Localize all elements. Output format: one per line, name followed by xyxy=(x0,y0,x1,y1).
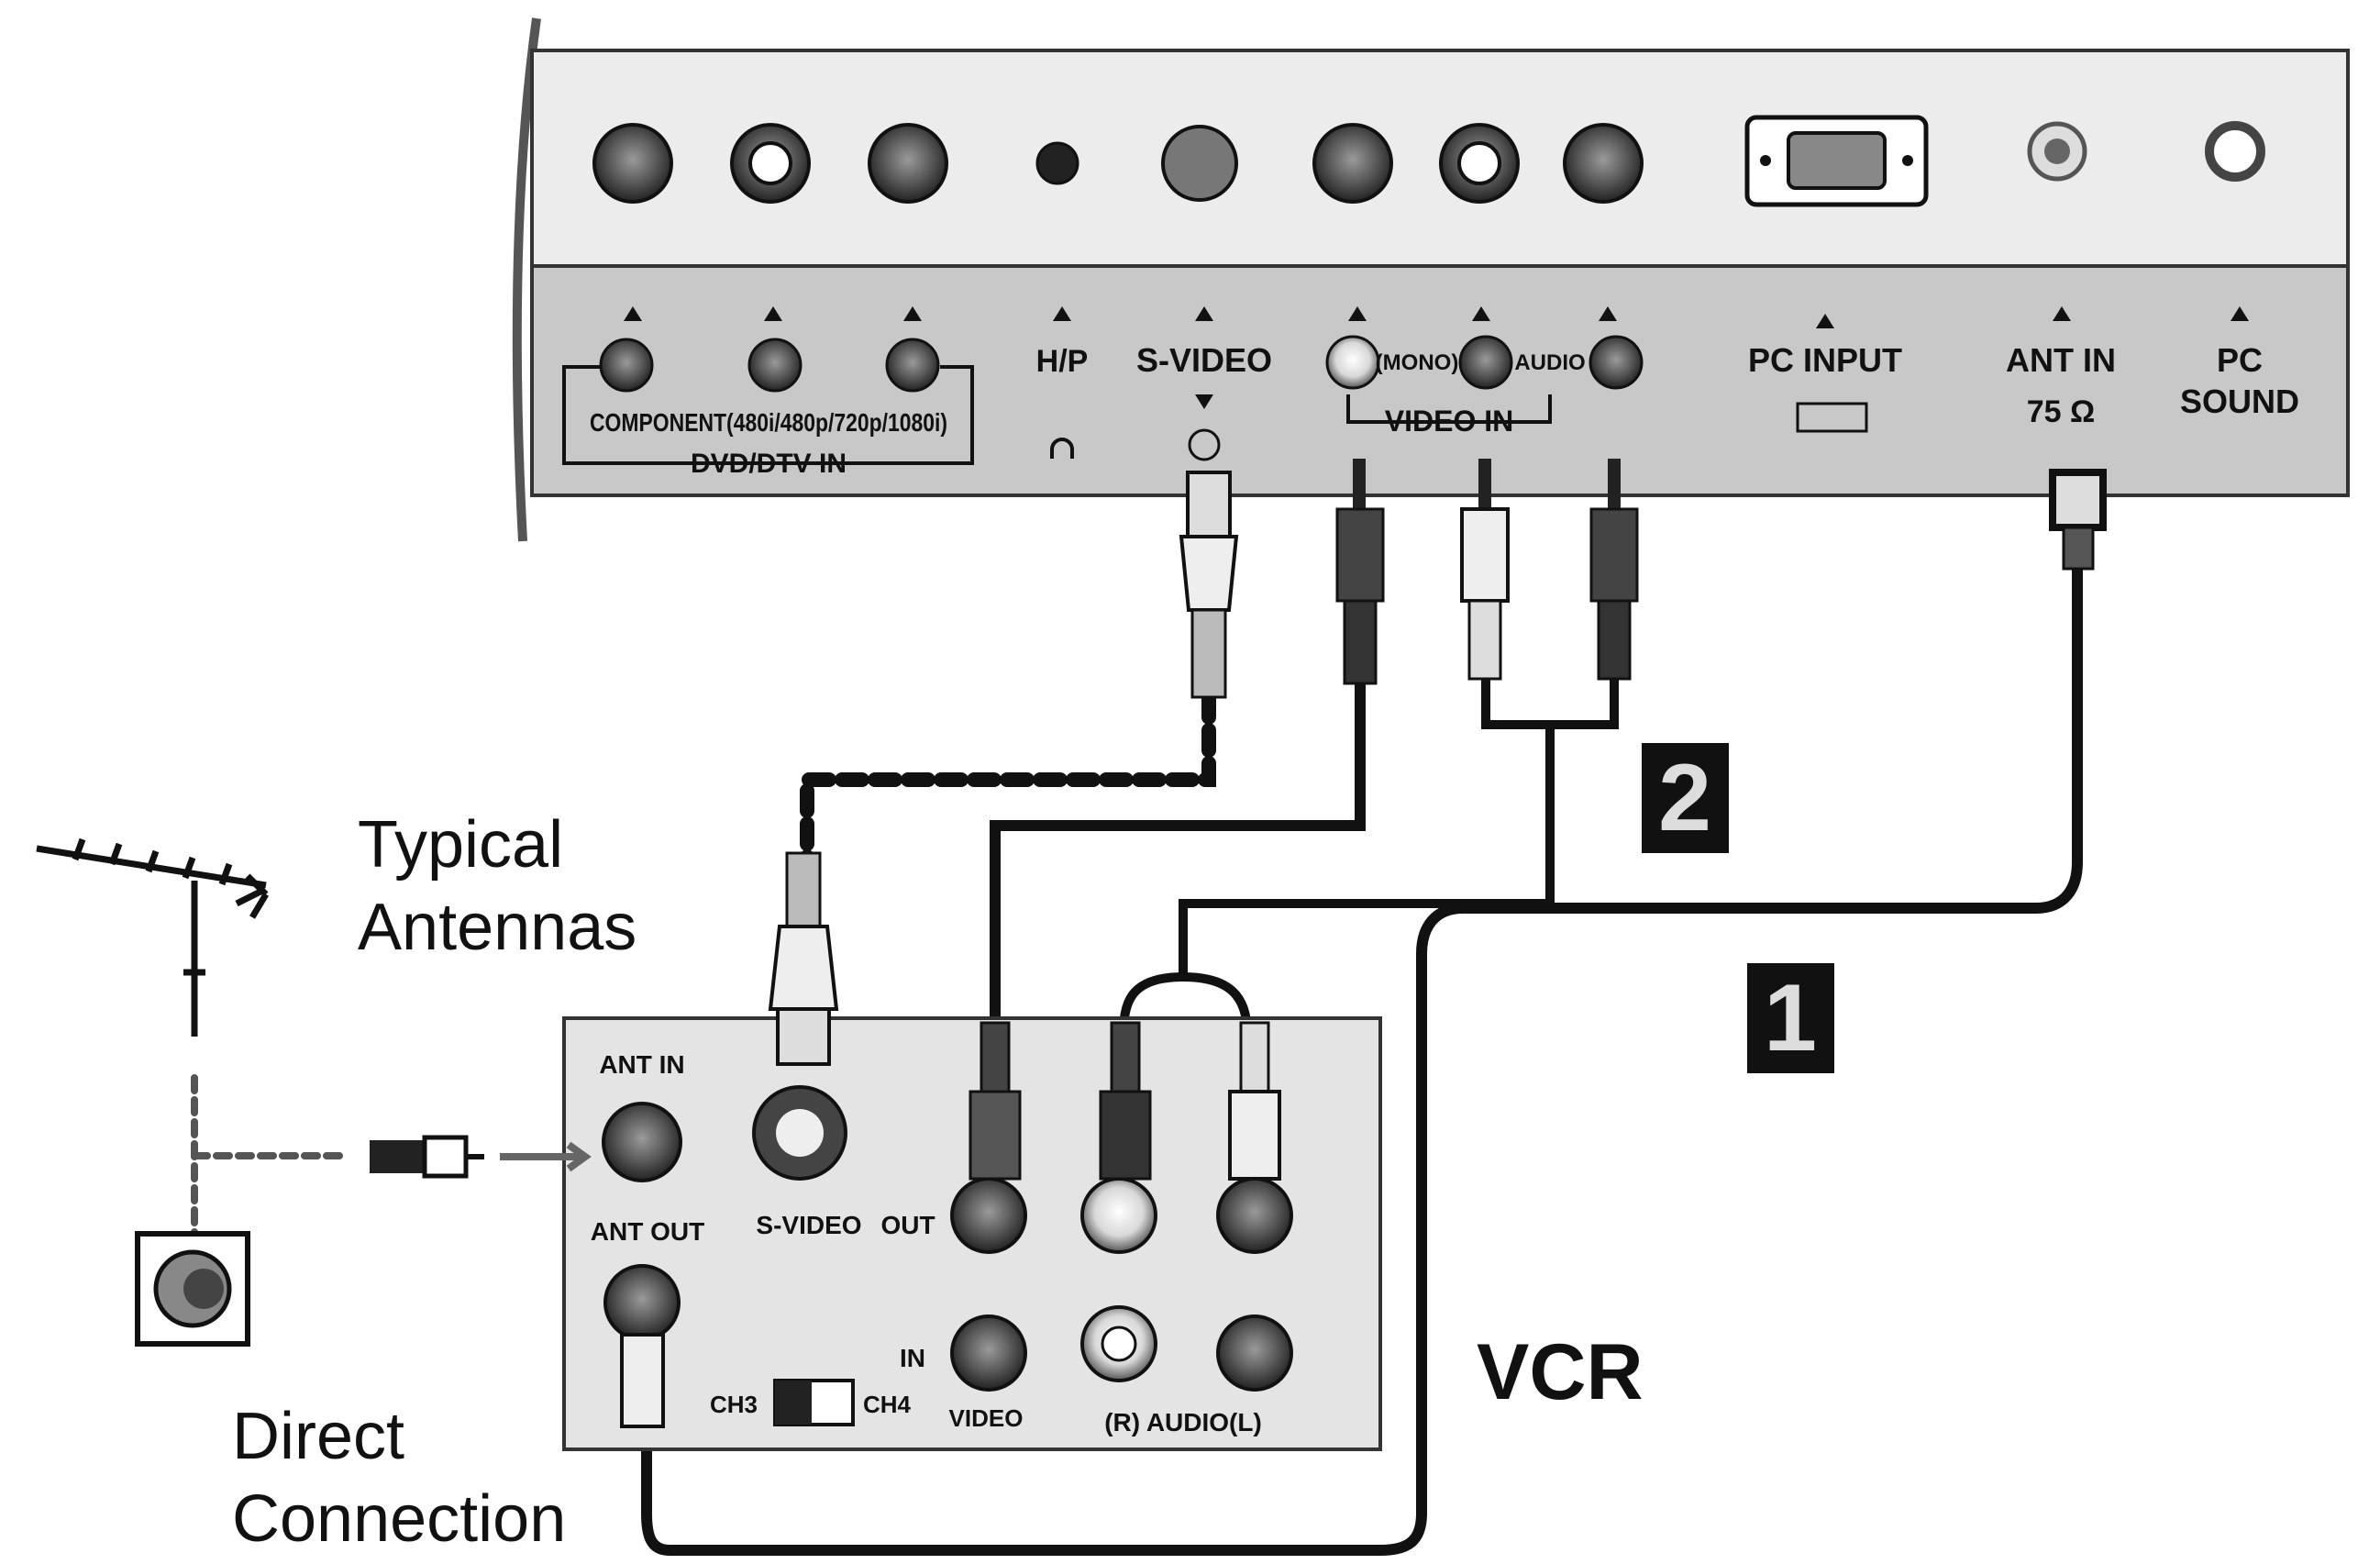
vcr-out-label: OUT xyxy=(880,1211,935,1239)
vcr-ant-out-jack[interactable] xyxy=(603,1264,681,1341)
audio-r-jack[interactable] xyxy=(1563,123,1644,204)
direct-connection-line2: Connection xyxy=(232,1482,566,1556)
tv-plugs xyxy=(1179,459,2107,699)
vcr-svideo-label: S-VIDEO xyxy=(756,1211,861,1239)
vcr-video-plug xyxy=(969,1021,1022,1181)
tv-upper-jacks xyxy=(592,115,2265,207)
pc-input-icon xyxy=(1796,402,1868,433)
audio-label: AUDIO xyxy=(1514,350,1585,375)
vcr-audio-r-out-jack[interactable] xyxy=(1080,1177,1157,1254)
vcr-audio-l-plug xyxy=(1228,1021,1281,1181)
vcr-video-out-jack[interactable] xyxy=(950,1177,1027,1254)
component-pr-jack[interactable] xyxy=(868,123,948,204)
mono-label: (MONO) xyxy=(1376,350,1459,375)
typical-antennas-line2: Antennas xyxy=(358,891,637,964)
panel-labels: COMPONENT(480i/480p/720p/1080i) DVD/DTV … xyxy=(590,341,2299,479)
video-in-bracket xyxy=(1346,394,1552,424)
vcr-video-in-jack[interactable] xyxy=(950,1314,1027,1392)
component-label: COMPONENT(480i/480p/720p/1080i) xyxy=(590,408,947,437)
pc-label: PC xyxy=(2217,341,2263,379)
coax-connector-icon xyxy=(370,1135,592,1179)
headphone-jack[interactable] xyxy=(1035,141,1079,185)
pc-sound-jack[interactable] xyxy=(2205,121,2265,182)
component-bracket xyxy=(562,365,974,465)
antenna-area: Typical Antennas Direct Connection xyxy=(36,808,637,1556)
ant-in-label: ANT IN xyxy=(2006,341,2116,379)
vcr-ch3-label: CH3 xyxy=(710,1391,758,1418)
vcr-svideo-plug xyxy=(768,851,839,1066)
svideo-plug xyxy=(1179,471,1239,699)
vcr-audio-r-plug xyxy=(1099,1021,1152,1181)
vcr-plugs xyxy=(620,851,1281,1428)
panel-arrows xyxy=(624,306,2249,409)
vcr-video-label: VIDEO xyxy=(949,1404,1024,1432)
pc-input-label: PC INPUT xyxy=(1748,341,1902,379)
svideo-down-arrow xyxy=(1195,394,1213,409)
step-marker-1: 1 xyxy=(1747,963,1834,1073)
svideo-symbol-icon xyxy=(1188,428,1221,461)
antenna-icon xyxy=(36,837,270,1037)
step-marker-2: 2 xyxy=(1642,743,1729,853)
video-in-jack[interactable] xyxy=(1312,123,1393,204)
component-y-jack[interactable] xyxy=(592,123,673,204)
headphone-icon xyxy=(1050,438,1074,459)
svg-text:1: 1 xyxy=(1764,965,1817,1071)
ch3-ch4-switch[interactable] xyxy=(773,1379,855,1426)
hp-label: H/P xyxy=(1036,344,1089,379)
vcr-audio-l-in-jack[interactable] xyxy=(1216,1314,1293,1392)
panel-label-jacks xyxy=(562,335,1868,465)
rf-plug xyxy=(2049,469,2107,571)
audio-r-plug xyxy=(1460,459,1510,681)
video-in-label: VIDEO IN xyxy=(1385,405,1513,438)
connection-arrow-icon xyxy=(500,1141,592,1172)
svideo-label: S-VIDEO xyxy=(1136,341,1272,379)
vcr-ant-out-plug xyxy=(620,1333,665,1428)
cables xyxy=(191,563,2083,1556)
vcr-audio-l-out-jack[interactable] xyxy=(1216,1177,1293,1254)
svg-text:2: 2 xyxy=(1658,745,1711,851)
video-plug xyxy=(1335,459,1385,685)
ohm-label: 75 Ω xyxy=(2027,394,2096,429)
pc-input-port[interactable] xyxy=(1744,115,1929,207)
sound-label: SOUND xyxy=(2180,383,2299,420)
dvd-dtv-label: DVD/DTV IN xyxy=(691,449,847,479)
typical-antennas-line1: Typical xyxy=(358,808,563,882)
direct-connection-line1: Direct xyxy=(232,1400,404,1473)
vcr-labels: ANT IN ANT OUT S-VIDEO OUT IN CH3 CH4 VI… xyxy=(591,1050,1644,1436)
svideo-jack[interactable] xyxy=(1161,125,1238,202)
rf-cable xyxy=(641,563,2083,1556)
svideo-cable xyxy=(800,690,1216,870)
vcr-in-label: IN xyxy=(900,1344,925,1372)
wall-outlet-icon xyxy=(135,1231,250,1347)
vcr-ant-out-label: ANT OUT xyxy=(591,1217,704,1246)
vcr-audio-label: (R) AUDIO(L) xyxy=(1104,1408,1262,1436)
video-cable xyxy=(990,664,1366,1042)
audio-cable xyxy=(1119,670,1619,1041)
audio-l-plug xyxy=(1589,459,1639,681)
vcr-title: VCR xyxy=(1477,1328,1644,1416)
vcr-ch4-label: CH4 xyxy=(863,1391,912,1418)
vcr-ant-in-label: ANT IN xyxy=(599,1050,684,1079)
vcr-ant-in-jack[interactable] xyxy=(602,1102,682,1182)
vcr-panel xyxy=(562,1016,1382,1451)
